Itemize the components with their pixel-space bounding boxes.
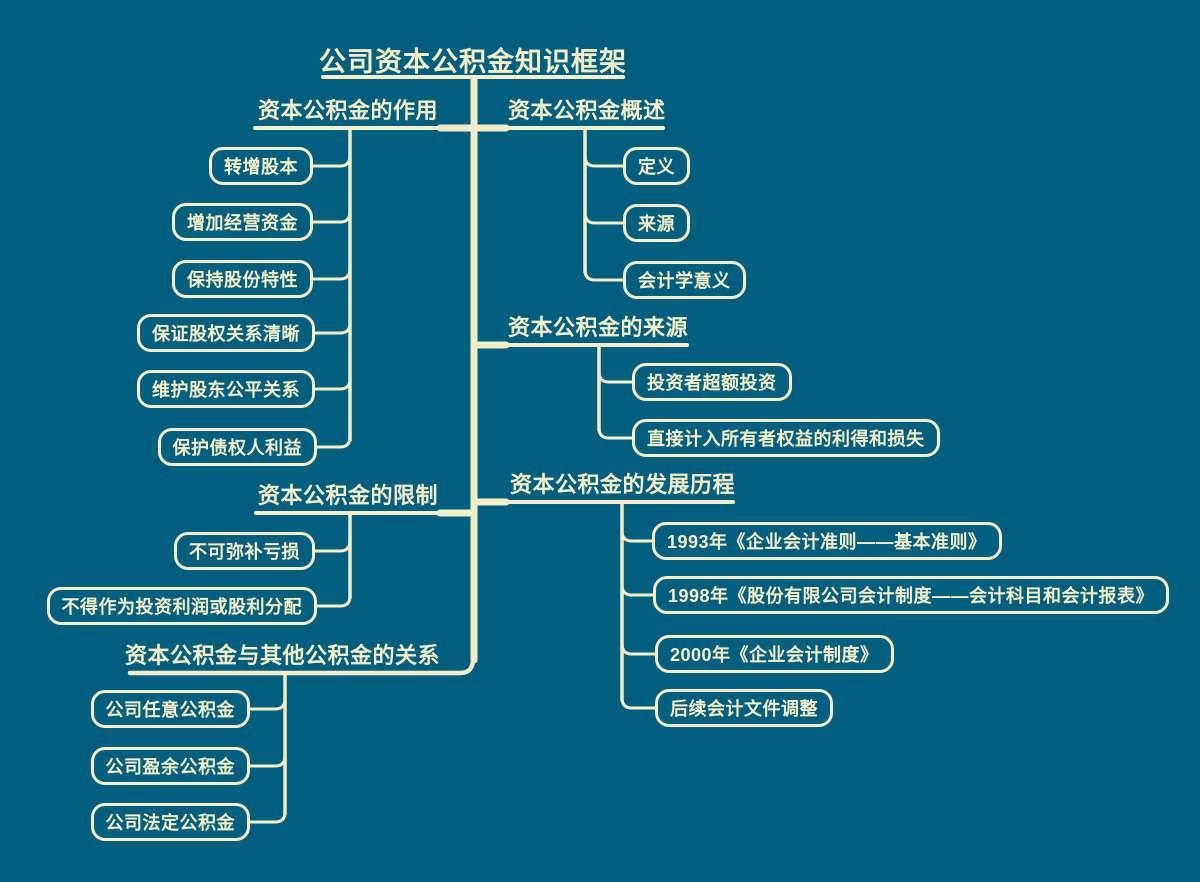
topic-box[interactable]: 会计学意义 [623, 261, 746, 299]
topic-box[interactable]: 保证股权关系清晰 [137, 314, 315, 352]
topic-box[interactable]: 不得作为投资利润或股利分配 [46, 587, 317, 625]
topic-box[interactable]: 保持股份特性 [172, 260, 313, 298]
topic-box[interactable]: 来源 [623, 204, 690, 242]
topic-box[interactable]: 不可弥补亏损 [174, 532, 315, 570]
branch-label-overview[interactable]: 资本公积金概述 [508, 98, 666, 123]
topic-box[interactable]: 后续会计文件调整 [655, 689, 833, 727]
topic-box[interactable]: 增加经营资金 [172, 203, 313, 241]
topic-box[interactable]: 2000年《企业会计制度》 [655, 635, 894, 673]
topic-box[interactable]: 公司任意公积金 [90, 690, 250, 728]
topic-box[interactable]: 投资者超额投资 [632, 363, 792, 401]
branch-label-role[interactable]: 资本公积金的作用 [257, 98, 438, 123]
topic-box[interactable]: 保护债权人利益 [157, 428, 317, 466]
branch-label-source[interactable]: 资本公积金的来源 [508, 315, 689, 340]
topic-box[interactable]: 公司法定公积金 [90, 803, 250, 841]
topic-box[interactable]: 维护股东公平关系 [137, 370, 315, 408]
branch-label-restriction[interactable]: 资本公积金的限制 [257, 483, 438, 508]
central-topic[interactable]: 公司资本公积金知识框架 [319, 46, 627, 77]
branch-label-relation[interactable]: 资本公积金与其他公积金的关系 [124, 643, 440, 668]
topic-box[interactable]: 1998年《股份有限公司会计制度——会计科目和会计报表》 [653, 576, 1170, 614]
topic-box[interactable]: 公司盈余公积金 [90, 747, 250, 785]
topic-box[interactable]: 转增股本 [209, 147, 313, 185]
branch-label-history[interactable]: 资本公积金的发展历程 [510, 472, 736, 497]
topic-box[interactable]: 直接计入所有者权益的利得和损失 [632, 419, 940, 457]
topic-box[interactable]: 1993年《企业会计准则——基本准则》 [652, 522, 1002, 560]
topic-box[interactable]: 定义 [623, 147, 690, 185]
